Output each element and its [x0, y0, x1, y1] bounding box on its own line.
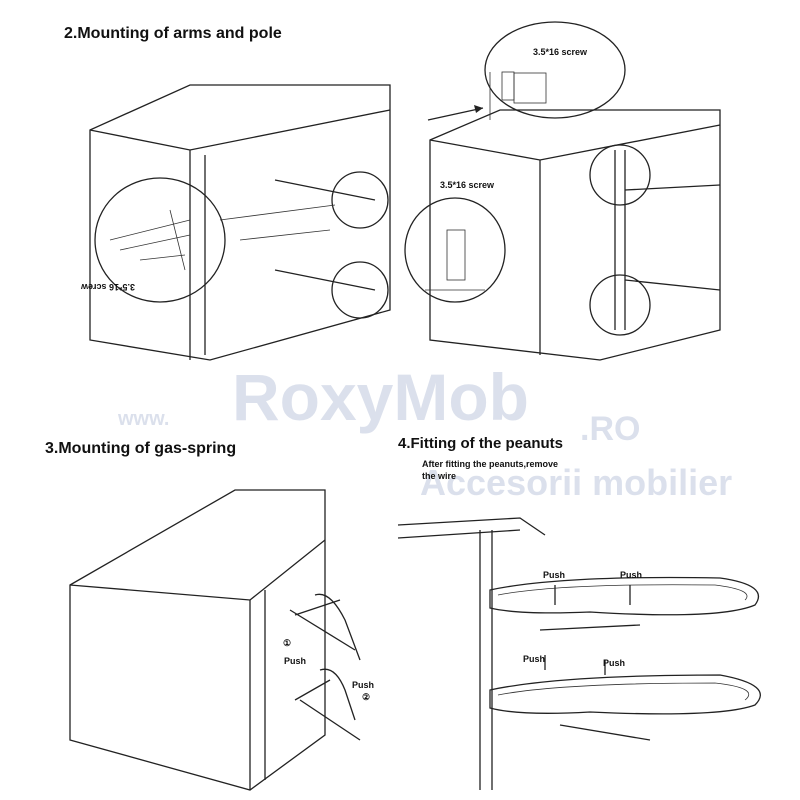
watermark-brand: RoxyMob [232, 360, 529, 434]
section-title-peanuts: 4.Fitting of the peanuts [398, 435, 563, 452]
push-label: Push [523, 654, 545, 664]
cabinet-gas-spring-drawing: ① Push Push ② [69, 489, 374, 791]
step-1-marker: ① [283, 638, 291, 648]
section-title-gas-spring: 3.Mounting of gas-spring [45, 440, 236, 457]
watermark: RoxyMob .RO www. Accesorii mobilier [117, 360, 732, 503]
peanuts-note-line1: After fitting the peanuts,remove [422, 459, 558, 469]
push-label: Push [620, 570, 642, 580]
watermark-prefix: www. [117, 408, 169, 430]
peanuts-note-line2: the wire [422, 471, 456, 481]
watermark-domain: .RO [580, 410, 640, 448]
screw-label-mid: 3.5*16 screw [440, 180, 495, 190]
push-label-1: Push [284, 656, 306, 666]
screw-label-top: 3.5*16 screw [533, 47, 588, 57]
peanut-baskets-drawing: Push Push Push Push [397, 517, 761, 790]
watermark-tagline: Accesorii mobilier [420, 462, 732, 503]
push-label: Push [543, 570, 565, 580]
cabinet-pole-drawing: 3.5*16 screw 3.5*16 screw [404, 21, 721, 361]
push-label: Push [603, 658, 625, 668]
section-title-arms-pole: 2.Mounting of arms and pole [64, 25, 282, 42]
cabinet-arms-drawing: 3.5*16 screw [80, 84, 391, 361]
step-2-marker: ② [362, 692, 370, 702]
screw-label-left: 3.5*16 screw [80, 282, 135, 292]
push-label-2: Push [352, 680, 374, 690]
